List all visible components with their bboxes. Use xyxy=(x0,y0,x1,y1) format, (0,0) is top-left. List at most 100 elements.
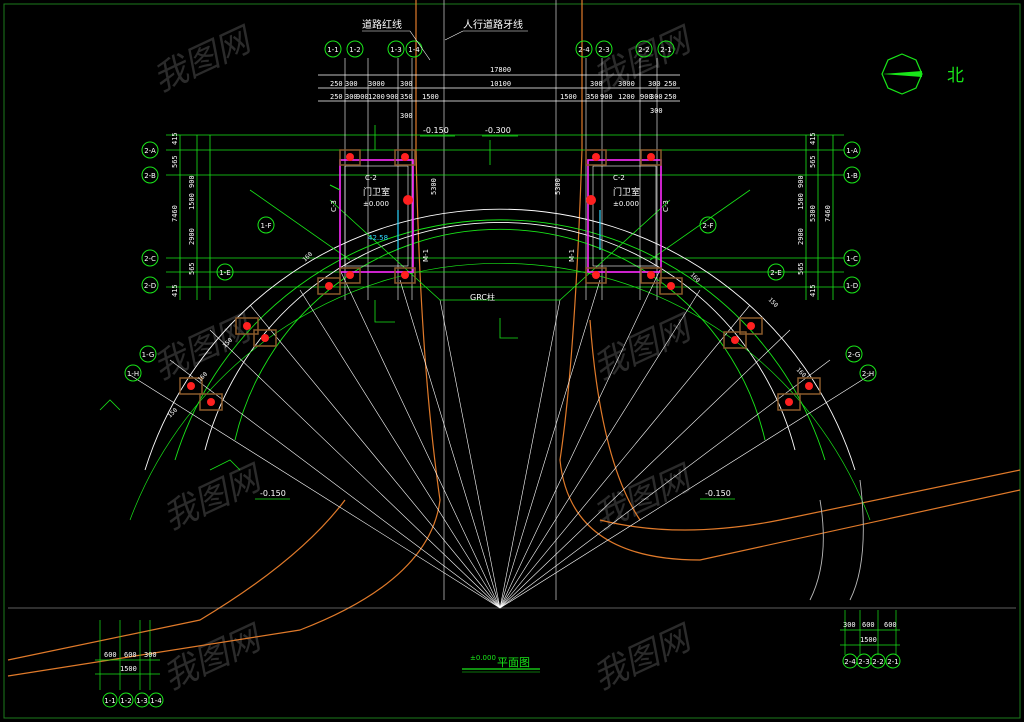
road-red-line-label: 道路红线 xyxy=(362,18,402,31)
dimension-text: 250 300 3000 300 17800 300 3000 300 250 … xyxy=(330,66,677,120)
axis-bubble: 1-4 xyxy=(148,692,164,708)
svg-text:350: 350 xyxy=(586,93,599,101)
axis-bubbles-arc: 1-E 1-F 1-G 1-H 2-E 2-F 2-G 2-H xyxy=(124,216,877,382)
level-label-a: -0.150 xyxy=(423,126,449,135)
svg-text:300: 300 xyxy=(650,93,663,101)
svg-text:17800: 17800 xyxy=(490,66,511,74)
svg-text:1500: 1500 xyxy=(188,193,196,210)
svg-text:565: 565 xyxy=(188,262,196,275)
axis-bubble: 1-D xyxy=(843,276,861,294)
svg-text:1-A: 1-A xyxy=(846,147,858,155)
road-edge-left-outer xyxy=(7,499,346,661)
svg-text:2-1: 2-1 xyxy=(887,658,898,666)
svg-text:415: 415 xyxy=(171,284,179,297)
axis-bubble: 1-3 xyxy=(387,40,405,58)
axis-bubble: 2-F xyxy=(699,216,717,234)
svg-text:1-D: 1-D xyxy=(846,282,858,290)
pillar xyxy=(739,317,763,335)
pillar xyxy=(235,317,259,335)
svg-text:1200: 1200 xyxy=(618,93,635,101)
axis-bubble: 1-E xyxy=(216,263,234,281)
level-label-e: 42.58 xyxy=(368,234,388,242)
svg-text:1500: 1500 xyxy=(797,193,805,210)
svg-text:350: 350 xyxy=(400,93,413,101)
axis-bubbles-bottom: 1-1 1-2 1-3 1-4 2-4 2-3 2-2 2-1 xyxy=(102,653,901,708)
svg-text:900: 900 xyxy=(600,93,613,101)
pillar xyxy=(199,393,223,411)
axis-bubble: 1-B xyxy=(843,166,861,184)
svg-text:300: 300 xyxy=(345,80,358,88)
axis-bubble: 2-B xyxy=(141,166,159,184)
road-curve-right xyxy=(589,319,641,521)
svg-text:415: 415 xyxy=(809,132,817,145)
svg-text:1-4: 1-4 xyxy=(408,46,420,54)
axis-bubble: 2-2 xyxy=(635,40,653,58)
title-elevation: ±0.000 xyxy=(470,654,496,662)
pillar xyxy=(253,329,277,347)
svg-text:2-C: 2-C xyxy=(144,255,156,263)
annotation-labels: 道路红线 人行道路牙线 门卫室 ±0.000 门卫室 ±0.000 C-2 C-… xyxy=(255,18,735,500)
sidewalk-line-label: 人行道路牙线 xyxy=(463,18,523,31)
svg-text:1-2: 1-2 xyxy=(120,697,131,705)
window-code-right: C-2 xyxy=(613,174,625,182)
door-m1-right: M-1 xyxy=(568,249,576,262)
svg-text:300: 300 xyxy=(144,651,157,659)
dimension-lines xyxy=(8,58,1016,609)
svg-text:250: 250 xyxy=(664,80,677,88)
svg-text:300: 300 xyxy=(648,80,661,88)
side-dimension-text: 415 565 900 1500 2900 565 415 7460 415 5… xyxy=(171,132,832,297)
svg-text:1500: 1500 xyxy=(560,93,577,101)
road-edge-left-inner xyxy=(7,0,441,677)
svg-text:1500: 1500 xyxy=(860,636,877,644)
pillar-label: GRC柱 xyxy=(470,292,495,302)
axis-bubble: 1-1 xyxy=(102,692,118,708)
svg-text:300: 300 xyxy=(590,80,603,88)
svg-text:900: 900 xyxy=(188,175,196,188)
pillar xyxy=(777,393,801,411)
svg-text:1-3: 1-3 xyxy=(136,697,147,705)
svg-text:2900: 2900 xyxy=(797,228,805,245)
svg-text:565: 565 xyxy=(809,155,817,168)
pillar xyxy=(179,377,203,395)
svg-text:3000: 3000 xyxy=(368,80,385,88)
svg-text:1-B: 1-B xyxy=(846,172,858,180)
door-code-left: C-3 xyxy=(330,200,338,212)
window-code-left: C-2 xyxy=(365,174,377,182)
axis-bubble: 2-3 xyxy=(595,40,613,58)
axis-bubbles-sides: 2-A 2-B 2-C 2-D 1-A 1-B 1-C 1-D xyxy=(141,141,861,294)
svg-text:2-D: 2-D xyxy=(144,282,156,290)
svg-text:600: 600 xyxy=(104,651,117,659)
axis-bubble: 1-2 xyxy=(118,692,134,708)
svg-text:1-1: 1-1 xyxy=(327,46,338,54)
axis-bubble: 1-A xyxy=(843,141,861,159)
svg-text:1500: 1500 xyxy=(120,665,137,673)
svg-text:2-G: 2-G xyxy=(848,351,861,359)
axis-bubble: 1-G xyxy=(139,345,157,363)
svg-text:565: 565 xyxy=(797,262,805,275)
svg-text:2900: 2900 xyxy=(188,228,196,245)
svg-text:1-2: 1-2 xyxy=(349,46,360,54)
svg-text:600: 600 xyxy=(884,621,897,629)
road-lines xyxy=(7,0,1021,677)
svg-text:2-2: 2-2 xyxy=(872,658,883,666)
axis-bubble: 2-1 xyxy=(885,653,901,669)
svg-text:2-3: 2-3 xyxy=(598,46,609,54)
axis-bubble: 1-F xyxy=(257,216,275,234)
axis-bubble: 1-2 xyxy=(346,40,364,58)
svg-text:2-F: 2-F xyxy=(702,222,713,230)
svg-text:1-H: 1-H xyxy=(127,370,139,378)
svg-text:300: 300 xyxy=(345,93,358,101)
gatehouse-right xyxy=(585,149,662,284)
bottom-dimension-text: 600 600 300 1500 300 600 600 1500 xyxy=(95,610,900,690)
axis-bubble: 2-H xyxy=(859,364,877,382)
svg-text:7460: 7460 xyxy=(171,205,179,222)
gate-room-label-right: 门卫室 xyxy=(613,186,640,198)
door-m1-left: M-1 xyxy=(422,249,430,262)
drawing-title-block: ±0.000 平面图 xyxy=(462,654,540,673)
svg-text:900: 900 xyxy=(797,175,805,188)
svg-text:2-4: 2-4 xyxy=(844,658,856,666)
svg-text:1500: 1500 xyxy=(422,93,439,101)
svg-text:2-E: 2-E xyxy=(770,269,781,277)
svg-text:5300: 5300 xyxy=(809,205,817,222)
gate-room-level-left: ±0.000 xyxy=(363,200,389,208)
